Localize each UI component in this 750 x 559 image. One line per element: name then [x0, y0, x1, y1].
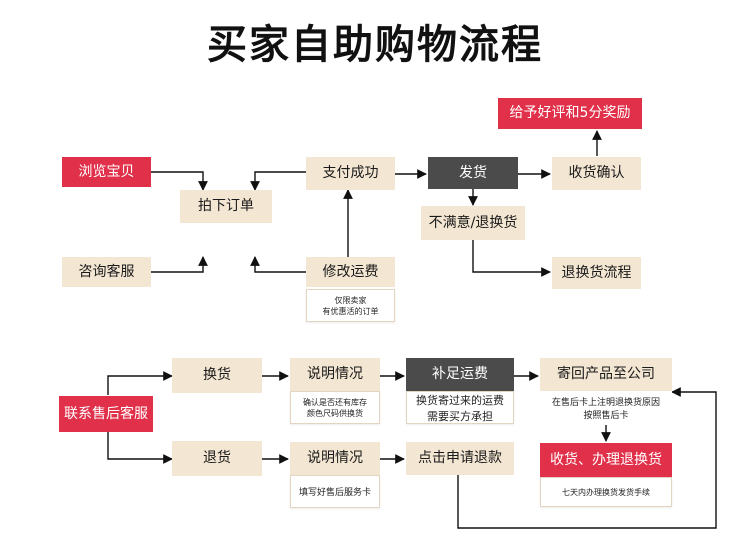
exchange-box: 换货	[172, 358, 262, 393]
explain-situation-box-1: 说明情况	[290, 358, 380, 391]
pay-success-box: 支付成功	[306, 157, 395, 190]
arrow-applyrefund-to-sendback	[457, 387, 717, 529]
apply-refund-box: 点击申请退款	[406, 442, 514, 475]
contact-aftersale-box: 联系售后客服	[59, 396, 153, 432]
modify-shipping-note: 仅限卖家 有优惠活的订单	[306, 289, 395, 322]
arrow-unsatisfied-to-returnflow	[472, 240, 551, 277]
refund-box: 退货	[172, 441, 262, 476]
arrow-browse-to-order	[151, 171, 208, 191]
send-back-box: 寄回产品至公司	[540, 358, 672, 391]
rate-reward-box: 给予好评和5分奖励	[498, 98, 642, 129]
return-flow-box: 退换货流程	[552, 257, 641, 289]
unsatisfied-box: 不满意/退换货	[421, 206, 525, 240]
arrow-contact-to-refund	[107, 432, 173, 464]
arrow-modify-to-order	[250, 256, 306, 273]
receive-confirm-box: 收货确认	[552, 157, 641, 190]
arrow-contact-to-exchange	[107, 371, 173, 395]
send-back-note: 在售后卡上注明退换货原因 按照售后卡	[540, 391, 672, 425]
consult-service-box: 咨询客服	[62, 257, 151, 287]
explain-note-2: 填写好售后服务卡	[290, 475, 380, 508]
modify-shipping-box: 修改运费	[306, 257, 395, 287]
explain-situation-box-2: 说明情况	[290, 442, 380, 475]
ship-box: 发货	[428, 157, 518, 189]
receive-handle-note: 七天内办理换货发货手续	[540, 477, 672, 507]
arrow-pay-to-order	[250, 171, 306, 191]
browse-items-box: 浏览宝贝	[62, 157, 151, 187]
explain-note-1: 确认是否还有库存 颜色尺码供换货	[290, 391, 380, 424]
receive-handle-box: 收货、办理退换货	[540, 443, 672, 477]
add-shipping-box: 补足运费	[406, 358, 514, 391]
arrow-consult-to-order	[151, 256, 208, 273]
place-order-box: 拍下订单	[180, 190, 272, 223]
add-shipping-note: 换货寄过来的运费 需要买方承担	[406, 391, 514, 424]
page-title: 买家自助购物流程	[207, 22, 543, 68]
